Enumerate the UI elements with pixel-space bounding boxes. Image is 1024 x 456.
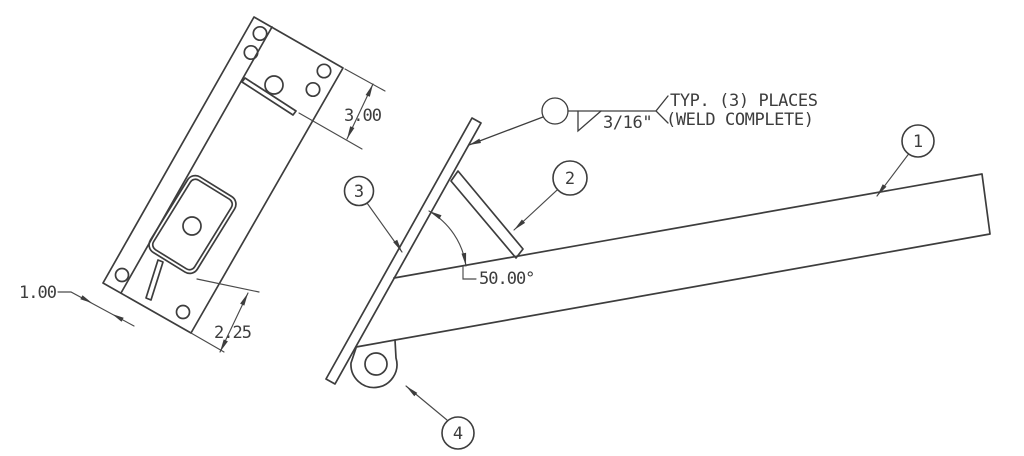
hole xyxy=(243,44,259,61)
plate-holes xyxy=(114,25,332,320)
hole xyxy=(114,267,130,283)
dimension-3-00: 3.00 xyxy=(298,68,386,150)
dim-2-25-label: 2.25 xyxy=(214,323,251,343)
plate-outline xyxy=(102,16,344,334)
beam-part-1 xyxy=(355,173,991,348)
balloon-4: 4 xyxy=(405,385,475,450)
plate-rect-boss xyxy=(148,174,237,275)
balloon-2: 2 xyxy=(513,160,588,231)
hole xyxy=(305,81,321,98)
dimension-1-00: 1.00 xyxy=(19,283,135,327)
plate-lower-slot xyxy=(145,259,164,301)
hole xyxy=(264,75,284,95)
dimension-2-25: 2.25 xyxy=(190,278,260,353)
dim-3-00-label: 3.00 xyxy=(344,106,382,126)
boss-center-hole xyxy=(182,216,202,236)
fillet-weld-symbol xyxy=(577,110,602,133)
weld-size-label: 3/16" xyxy=(603,113,652,133)
assembly-side-view xyxy=(325,117,991,389)
balloon-1-label: 1 xyxy=(913,132,923,152)
balloon-4-label: 4 xyxy=(453,424,463,444)
weld-leader xyxy=(468,116,544,146)
balloon-1: 1 xyxy=(876,124,935,197)
plate-part-3 xyxy=(325,117,482,385)
balloon-3-label: 3 xyxy=(354,182,364,202)
hole xyxy=(252,25,268,42)
weld-all-around-circle xyxy=(541,97,569,125)
balloon-3: 3 xyxy=(343,175,403,253)
dim-angle-label: 50.00° xyxy=(479,269,534,289)
weld-callout: 3/16" TYP. (3) PLACES (WELD COMPLETE) xyxy=(468,91,818,146)
balloon-2-label: 2 xyxy=(565,169,575,189)
lug-hole xyxy=(364,352,388,376)
plate-top-slot xyxy=(241,77,297,116)
plate-face-view xyxy=(102,16,344,334)
plate-bend-line xyxy=(120,26,273,294)
lug-part-4 xyxy=(350,339,398,389)
weld-note-line1: TYP. (3) PLACES xyxy=(670,91,818,111)
weld-note-line2: (WELD COMPLETE) xyxy=(666,110,814,130)
weld-tail xyxy=(655,95,669,124)
hole xyxy=(316,63,332,79)
hole xyxy=(175,304,191,320)
brace-part-2 xyxy=(450,170,524,259)
dimension-angle-50: 50.00° xyxy=(428,210,535,289)
dim-1-00-label: 1.00 xyxy=(19,283,57,303)
